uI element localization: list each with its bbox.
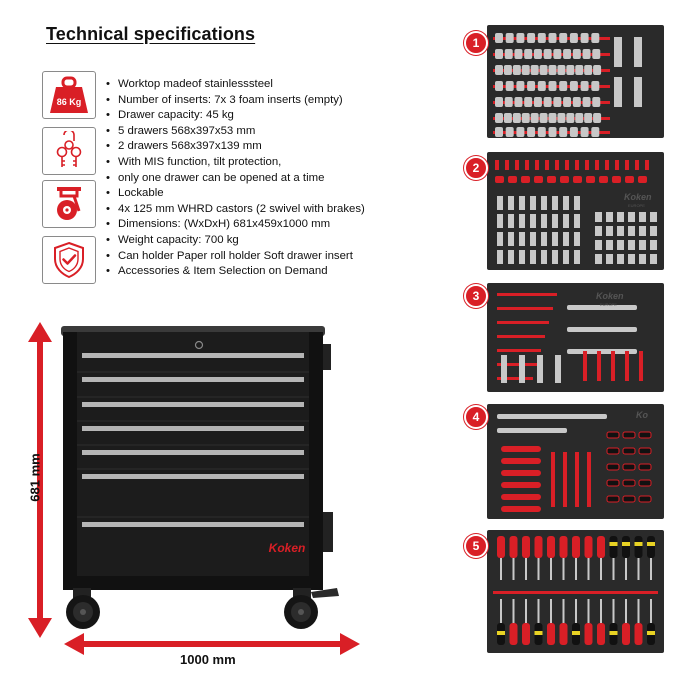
- shield-check-icon: [54, 241, 84, 279]
- spec-item: •Accessories & Item Selection on Demand: [106, 265, 328, 278]
- spec-item: •With MIS function, tilt protection,: [106, 155, 282, 168]
- spec-item: •Number of inserts: 7x 3 foam inserts (e…: [106, 93, 343, 106]
- castor-icon-box: [42, 180, 96, 228]
- spec-item: •4x 125 mm WHRD castors (2 swivel with b…: [106, 202, 365, 215]
- insert-badge-2: 2: [464, 156, 488, 180]
- weight-icon: 86 Kg: [50, 76, 88, 113]
- foam-insert-4: Ko: [487, 404, 664, 519]
- width-label: 1000 mm: [180, 652, 236, 667]
- spec-item: •2 drawers 568x397x139 mm: [106, 140, 262, 153]
- foam-insert-4-tools: Ko: [497, 410, 652, 512]
- spec-item: •5 drawers 568x397x53 mm: [106, 124, 256, 137]
- spec-item: •Weight capacity: 700 kg: [106, 233, 239, 246]
- insert-3-logo-sub: EUROPE: [600, 302, 617, 307]
- keys-icon-box: [42, 127, 96, 175]
- spec-item: •Worktop madeof stainlesssteel: [106, 78, 273, 90]
- weight-label: 86 Kg: [57, 97, 82, 107]
- tool-cabinet: Koken: [61, 326, 339, 629]
- insert-badge-4: 4: [464, 405, 488, 429]
- height-arrow: [28, 322, 52, 638]
- height-label: 681 mm: [27, 453, 43, 502]
- spec-item: •Can holder Paper roll holder Soft drawe…: [106, 249, 353, 262]
- insert-3-logo: Koken: [596, 291, 624, 301]
- shield-icon-box: [42, 236, 96, 284]
- insert-badge-5: 5: [464, 534, 488, 558]
- weight-icon-box: 86 Kg: [42, 71, 96, 119]
- foam-insert-1-tools: [493, 33, 642, 137]
- spec-item: •only one drawer can be opened at a time: [106, 171, 325, 184]
- insert-4-logo: Ko: [636, 410, 648, 420]
- width-arrow: [64, 633, 360, 655]
- page-title: Technical specifications: [46, 24, 256, 44]
- insert-badge-1: 1: [464, 31, 488, 55]
- spec-item: •Lockable: [106, 187, 164, 200]
- foam-insert-1: [487, 25, 664, 138]
- insert-2-logo: Koken: [624, 192, 652, 202]
- foam-insert-5: [487, 530, 664, 653]
- spec-item: •Drawer capacity: 45 kg: [106, 109, 234, 122]
- spec-item: •Dimensions: (WxDxH) 681x459x1000 mm: [106, 218, 331, 231]
- castor-wheel-icon: [57, 187, 81, 220]
- spec-list: •Worktop madeof stainlesssteel •Number o…: [106, 77, 365, 280]
- keys-icon: [56, 131, 82, 167]
- insert-2-logo-sub: EUROPE: [628, 203, 645, 208]
- insert-badge-3: 3: [464, 284, 488, 308]
- foam-insert-5-tools: [493, 536, 658, 645]
- cabinet-brand-logo: Koken: [269, 541, 306, 555]
